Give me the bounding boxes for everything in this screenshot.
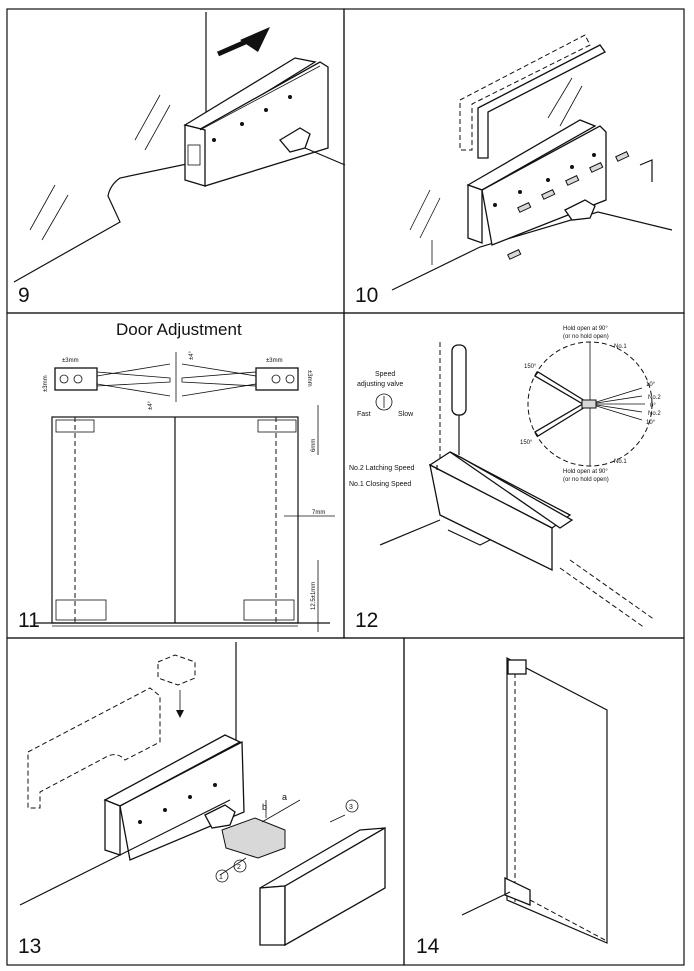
angle-10-bottom: 10° <box>646 420 656 426</box>
no2-bottom: No.2 <box>648 411 661 417</box>
panel-11: Door Adjustment ±3mm ±3mm ±3mm ±3mm ±4° … <box>18 320 335 632</box>
panel-9: 9 <box>13 12 346 307</box>
hex-key-icon <box>639 159 653 182</box>
step-number-13: 13 <box>18 935 41 958</box>
screwdriver-icon <box>451 344 467 455</box>
dim-12-5mm: 12.5±1mm <box>311 582 317 610</box>
dim-angle-top: ±4° <box>189 350 195 360</box>
arrow-right-icon <box>240 27 270 52</box>
hold-open-bottom-2: (or no hold open) <box>563 477 609 483</box>
step-circle-3 <box>345 799 359 813</box>
dim-7mm: 7mm <box>312 510 325 516</box>
step-circle-1 <box>215 869 229 883</box>
floor-closer <box>183 57 329 187</box>
panel-grid <box>6 8 685 966</box>
angle-150-top: 150° <box>524 364 537 370</box>
top-view <box>54 352 299 402</box>
spindle-cap <box>221 817 286 859</box>
angle-10-top: 10° <box>646 382 656 388</box>
angle-0: 0° <box>650 403 656 409</box>
swing-angle-diagram <box>527 341 653 467</box>
step-number-12: 12 <box>355 609 378 632</box>
dim-6mm: 6mm <box>311 439 317 452</box>
label-a: a <box>282 792 287 802</box>
step-number-10: 10 <box>355 284 378 307</box>
valve-label-2: adjusting valve <box>357 381 403 388</box>
end-cover <box>259 826 386 947</box>
slow-label: Slow <box>398 411 414 418</box>
step-number-11: 11 <box>18 609 40 632</box>
dim-left-top: ±3mm <box>62 358 79 364</box>
angle-150-bottom: 150° <box>520 440 533 446</box>
hold-open-bottom-1: Hold open at 90° <box>563 469 608 475</box>
hold-open-top-1: Hold open at 90° <box>563 326 608 332</box>
door-adjustment-title: Door Adjustment <box>116 320 242 339</box>
step-number-14: 14 <box>416 935 440 958</box>
front-view <box>34 405 335 632</box>
closing-speed-label: No.1 Closing Speed <box>349 481 411 488</box>
floor-closer <box>466 119 607 246</box>
floor-closer <box>103 734 245 861</box>
svg-text:3: 3 <box>349 804 353 811</box>
step-circle-2 <box>233 859 247 873</box>
label-b: b <box>262 802 267 812</box>
no1-top: No.1 <box>614 344 627 350</box>
svg-text:1: 1 <box>219 874 223 881</box>
hold-open-top-2: (or no hold open) <box>563 334 609 340</box>
arrow-down-icon <box>176 710 184 718</box>
panel-14: 14 <box>416 657 608 958</box>
no2-top: No.2 <box>648 395 661 401</box>
latching-speed-label: No.2 Latching Speed <box>349 465 414 472</box>
dim-right-top: ±3mm <box>266 358 283 364</box>
dim-angle-left: ±4° <box>148 400 154 410</box>
valve-dial-icon <box>375 393 393 411</box>
dim-left-side: ±3mm <box>43 375 49 392</box>
screw-icons <box>507 150 630 260</box>
step-number-9: 9 <box>18 284 30 307</box>
svg-text:2: 2 <box>237 864 241 871</box>
panel-12: Speed adjusting valve Fast Slow No.2 Lat… <box>349 326 661 632</box>
panel-13: a b 2 1 3 13 <box>18 642 386 958</box>
no1-bottom: No.1 <box>614 459 627 465</box>
dim-right-side: ±3mm <box>306 370 312 387</box>
fast-label: Fast <box>357 411 371 418</box>
panel-10: 10 <box>355 34 673 307</box>
floor-closer <box>428 451 574 572</box>
valve-label-1: Speed <box>375 371 395 378</box>
